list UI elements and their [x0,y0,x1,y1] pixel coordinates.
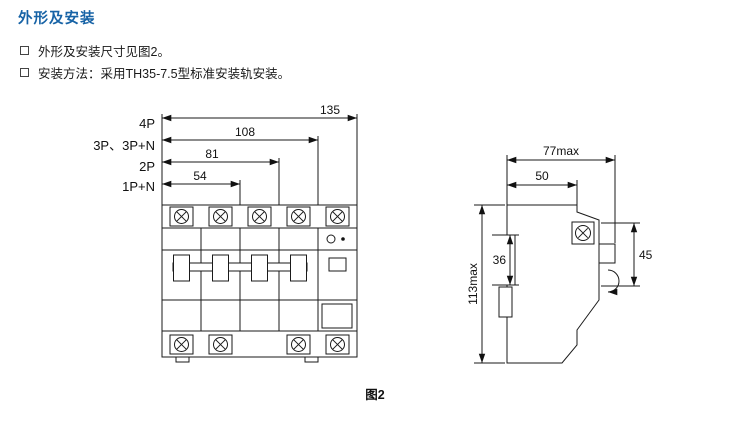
handle-tie-bar [172,262,308,272]
terminal-screw-icon [169,206,194,227]
dim-depth-max: 77max [543,144,579,158]
leakage-module-panel [321,303,353,329]
pole-label-3p-3pn: 3P、3P+N [93,138,155,153]
dim-height-max: 113max [466,263,480,305]
pole-label-1pn: 1P+N [122,179,155,194]
square-bullet-icon [20,46,29,55]
dim-width-135: 135 [320,103,340,117]
dim-width-54: 54 [193,169,207,183]
figure-2-technical-drawing: 135 108 81 54 4P 3P、3P+N 2P 1P+N [93,103,653,364]
toggle-handle [290,254,307,282]
toggle-handle-side [598,243,616,264]
bullet-item-1: 外形及安装尺寸见图2。 [20,41,170,60]
indicator-window-icon [326,234,336,244]
terminal-screw-icon [169,334,194,355]
indicator-dot-icon [341,237,345,241]
bullet-text-2: 安装方法：采用TH35-7.5型标准安装轨安装。 [38,67,291,81]
terminal-screw-icon [325,334,350,355]
section-title: 外形及安装 [18,11,96,27]
bullet-text-1: 外形及安装尺寸见图2。 [38,45,170,59]
square-bullet-icon [20,68,29,77]
bullet-item-2: 安装方法：采用TH35-7.5型标准安装轨安装。 [20,63,290,82]
terminal-screw-icon [208,206,233,227]
dim-width-108: 108 [235,125,255,139]
front-view: 135 108 81 54 4P 3P、3P+N 2P 1P+N [93,103,358,363]
test-button [328,257,347,272]
side-view: 77max 50 113max 36 45 [466,144,653,364]
pole-label-4p: 4P [139,116,155,131]
toggle-handle [251,254,268,282]
terminal-screw-icon [247,206,272,227]
mounting-foot [175,356,190,363]
terminal-screw-icon [286,206,311,227]
dim-width-81: 81 [205,147,219,161]
figure-caption: 图2 [365,388,385,402]
handle-motion-arrow-icon [607,269,620,296]
dim-front-height: 45 [639,248,653,262]
terminal-screw-icon [571,221,595,245]
terminal-screw-icon [325,206,350,227]
toggle-handle [173,254,190,282]
pole-label-2p: 2P [139,159,155,174]
din-rail-clip [498,286,513,318]
dim-depth-top: 50 [535,169,549,183]
mounting-foot [304,356,319,363]
breaker-front-body [161,204,358,363]
toggle-handle [212,254,229,282]
dim-rail-slot: 36 [493,253,507,267]
terminal-screw-icon [286,334,311,355]
terminal-screw-icon [208,334,233,355]
